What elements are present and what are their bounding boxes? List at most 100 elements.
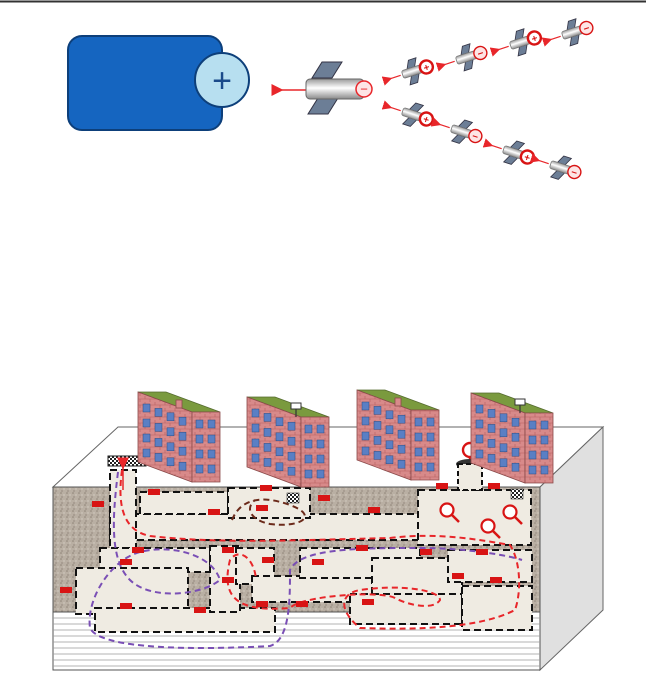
window xyxy=(475,449,484,459)
electrode-terminal xyxy=(194,52,250,108)
contaminant-marker xyxy=(148,489,160,495)
window xyxy=(275,417,284,427)
window xyxy=(178,461,187,471)
particle-charge xyxy=(579,20,594,36)
particle-l4: − xyxy=(529,153,582,180)
vent-inlet xyxy=(510,488,524,500)
contaminant-marker xyxy=(222,547,234,553)
particle-charge xyxy=(468,128,483,144)
particle-u4: − xyxy=(541,18,594,47)
window xyxy=(361,401,370,411)
window xyxy=(287,451,296,461)
window xyxy=(397,429,406,439)
window xyxy=(499,413,508,423)
window xyxy=(304,469,313,479)
window xyxy=(385,410,394,420)
contaminant-marker xyxy=(256,601,268,607)
window xyxy=(251,408,260,418)
window xyxy=(304,454,313,464)
window xyxy=(511,447,520,457)
large-particle: − xyxy=(271,61,373,115)
roof-vent xyxy=(514,398,526,406)
particle-sign: − xyxy=(476,48,485,60)
window xyxy=(414,417,423,427)
window xyxy=(166,457,175,467)
particle-sign: − xyxy=(470,131,479,143)
window xyxy=(397,414,406,424)
window xyxy=(528,450,537,460)
window xyxy=(499,443,508,453)
window xyxy=(361,446,370,456)
particle-l3: + xyxy=(482,138,536,165)
contaminant-markers xyxy=(60,441,523,613)
path-red xyxy=(119,469,521,630)
contaminant-marker xyxy=(476,549,488,555)
window xyxy=(207,419,216,429)
chimney xyxy=(394,397,402,407)
window xyxy=(414,447,423,457)
window xyxy=(528,465,537,475)
migration-arrow xyxy=(529,153,549,165)
building-4 xyxy=(470,392,554,500)
window xyxy=(275,432,284,442)
window xyxy=(263,443,272,452)
window xyxy=(195,464,204,474)
electrode-sign: + xyxy=(212,62,232,100)
vent-inlet xyxy=(286,492,300,504)
window xyxy=(154,453,163,462)
window xyxy=(263,413,272,422)
window xyxy=(142,403,151,413)
large-particle-fin-top xyxy=(311,61,343,79)
contaminant-marker xyxy=(356,545,368,551)
window xyxy=(385,455,394,465)
window xyxy=(487,409,496,418)
large-particle-sign: − xyxy=(360,82,368,97)
window xyxy=(251,423,260,433)
window xyxy=(540,420,549,430)
contaminant-marker xyxy=(436,483,448,489)
window xyxy=(207,449,216,459)
tunnel-bottom-left xyxy=(94,607,276,633)
particle-sign: + xyxy=(530,33,539,45)
window xyxy=(142,433,151,443)
window xyxy=(426,432,435,442)
window xyxy=(540,450,549,460)
window xyxy=(487,439,496,448)
contaminant-paths xyxy=(88,469,523,650)
window xyxy=(142,418,151,428)
window xyxy=(142,448,151,458)
path-brown xyxy=(231,498,306,526)
window xyxy=(373,421,382,430)
contaminant-marker xyxy=(420,549,432,555)
chimney xyxy=(175,399,183,409)
window xyxy=(154,438,163,447)
probe-stem xyxy=(513,515,523,525)
buildings xyxy=(137,389,554,504)
large-particle-charge xyxy=(355,80,373,98)
window xyxy=(207,464,216,474)
window xyxy=(426,447,435,457)
tunnel-bottom-right xyxy=(349,593,463,625)
wall-side xyxy=(191,411,221,483)
window xyxy=(373,406,382,415)
window xyxy=(499,458,508,468)
window xyxy=(475,404,484,414)
window xyxy=(397,459,406,469)
contaminant-marker xyxy=(296,601,308,607)
probe-ring xyxy=(439,502,455,518)
window xyxy=(373,436,382,445)
contaminant-marker xyxy=(312,559,324,565)
window xyxy=(414,432,423,442)
particle-charge xyxy=(526,30,543,46)
building-3 xyxy=(356,389,440,481)
window xyxy=(154,408,163,417)
window xyxy=(499,428,508,438)
window xyxy=(540,465,549,475)
window xyxy=(528,435,537,445)
window xyxy=(511,462,520,472)
window xyxy=(316,424,325,434)
contaminant-marker xyxy=(92,501,104,507)
probe xyxy=(480,518,501,539)
contaminant-marker xyxy=(318,495,330,501)
window xyxy=(166,427,175,437)
